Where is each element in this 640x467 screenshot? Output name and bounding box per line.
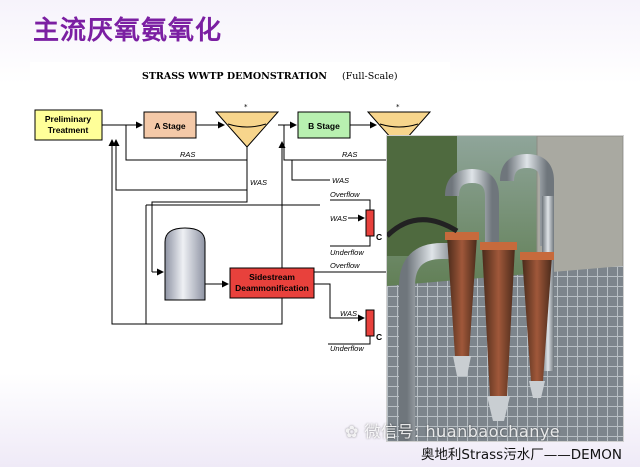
- cyclone-installation-photo: [386, 135, 624, 442]
- watermark-text: 微信号: huanbaochanye: [364, 422, 561, 441]
- a-stage-box: [143, 111, 197, 139]
- slide-title: 主流厌氧氨氧化: [33, 16, 223, 46]
- sidestream-label-line2: Deammonification: [235, 283, 309, 293]
- cyclone-label-1: C: [376, 232, 382, 242]
- underflow-label-2: Underflow: [330, 344, 364, 353]
- sidestream-deammonification-box: [229, 267, 315, 299]
- process-diagram: STRASS WWTP DEMONSTRATION (Full-Scale) P…: [30, 62, 450, 354]
- b-stage-label: B Stage: [308, 121, 340, 131]
- underflow-label-1: Underflow: [330, 248, 364, 257]
- digester-tank: [164, 227, 206, 301]
- cyclone-1: [365, 209, 375, 237]
- overflow-label-1: Overflow: [330, 190, 360, 199]
- svg-text:*: *: [396, 103, 400, 111]
- was-label-3: WAS: [340, 309, 357, 318]
- ras-label-1: RAS: [180, 150, 195, 159]
- cyclone-2: [365, 309, 375, 337]
- photo-caption: 奥地利Strass污水厂——DEMON: [420, 447, 622, 463]
- was-label-2: WAS: [332, 176, 349, 185]
- a-stage-label: A Stage: [154, 121, 186, 131]
- clarifier-1-level: [227, 123, 267, 128]
- process-diagram-svg: STRASS WWTP DEMONSTRATION (Full-Scale) P…: [34, 71, 432, 353]
- sidestream-label-line1: Sidestream: [249, 272, 295, 282]
- was-label-1: WAS: [250, 178, 267, 187]
- clarifier-1-marker: *: [244, 103, 248, 111]
- preliminary-label-line2: Treatment: [48, 125, 89, 135]
- was-label-cyclone-1: WAS: [330, 214, 347, 223]
- diagram-title: STRASS WWTP DEMONSTRATION: [142, 71, 327, 82]
- wechat-watermark: ✿ 微信号: huanbaochanye: [345, 418, 560, 442]
- clarifier-2: [366, 111, 432, 148]
- clarifier-1: [214, 111, 280, 148]
- wechat-icon: ✿: [345, 422, 365, 441]
- photo-illustration: [387, 136, 623, 441]
- overflow-label-2: Overflow: [330, 261, 360, 270]
- ras-label-2: RAS: [342, 150, 357, 159]
- preliminary-label-line1: Preliminary: [45, 114, 92, 124]
- cyclone-label-2: C: [376, 332, 382, 342]
- diagram-subtitle: (Full-Scale): [342, 71, 398, 82]
